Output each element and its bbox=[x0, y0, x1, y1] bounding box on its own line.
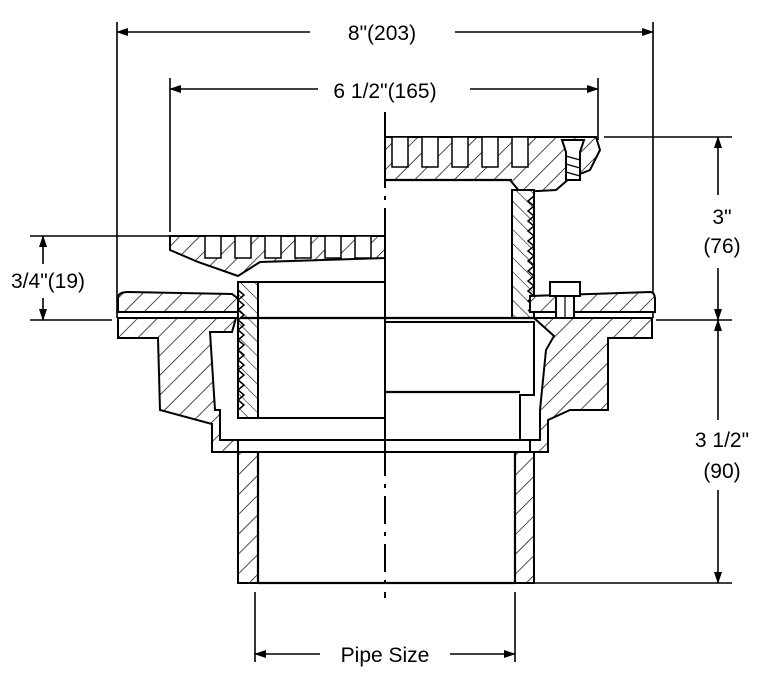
top-height-value: 3" bbox=[712, 206, 731, 229]
dimension-pipe-size: Pipe Size bbox=[254, 592, 516, 667]
overall-width-label: 8"(203) bbox=[348, 22, 416, 45]
dimension-top-height: 3" (76) bbox=[604, 136, 741, 321]
dimension-body-height: 3 1/2" (90) bbox=[534, 319, 749, 584]
body-outlines bbox=[240, 178, 534, 585]
top-height-metric: (76) bbox=[703, 235, 740, 258]
body-height-metric: (90) bbox=[703, 460, 740, 483]
dimension-overall-width: 8"(203) bbox=[116, 22, 654, 318]
pipe-size-label: Pipe Size bbox=[341, 644, 430, 667]
right-thread bbox=[526, 195, 536, 312]
left-thread bbox=[236, 289, 246, 411]
grate-screw-icon bbox=[560, 139, 586, 181]
dimension-grate-width: 6 1/2"(165) bbox=[169, 78, 599, 232]
body-height-value: 3 1/2" bbox=[695, 429, 749, 452]
left-grate-slots bbox=[204, 235, 372, 259]
right-grate-slots bbox=[391, 136, 529, 168]
grate-adjustment-label: 3/4"(19) bbox=[11, 270, 85, 293]
right-half-section bbox=[384, 136, 656, 584]
left-half-section bbox=[117, 235, 386, 584]
dimension-grate-adjustment: 3/4"(19) bbox=[11, 235, 172, 321]
grate-width-label: 6 1/2"(165) bbox=[333, 80, 436, 103]
